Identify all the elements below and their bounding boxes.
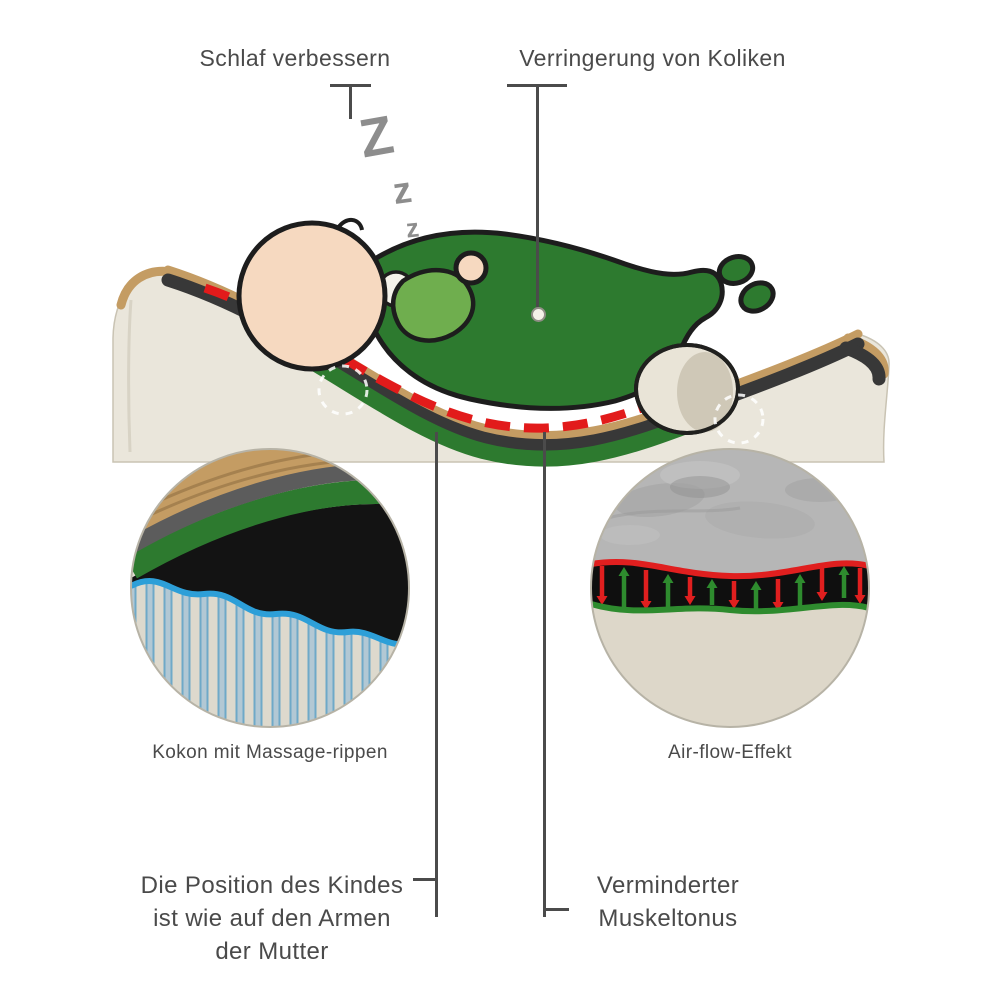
magnifier-left (130, 448, 410, 728)
airflow-red-arrows (596, 566, 866, 611)
caption-cocoon-ribs: Kokon mit Massage-rippen (152, 742, 388, 763)
airflow-green-arrows (618, 566, 850, 609)
support-roll (634, 343, 740, 435)
caption-airflow: Air-flow-Effekt (668, 742, 792, 763)
zoom-spot-right (713, 393, 765, 445)
label-colic-reduction: Verringerung von Koliken (519, 45, 786, 71)
baby-foot (738, 280, 776, 314)
label-line: der Mutter (215, 938, 329, 965)
leader-position-tick (413, 878, 438, 881)
leader-colic-endpoint (531, 307, 546, 322)
baby-hand (453, 250, 489, 286)
label-line: ist wie auf den Armen (153, 905, 391, 932)
baby-head (236, 220, 388, 372)
leader-sleep-line (349, 84, 352, 119)
cocoon-blue-line (131, 578, 409, 648)
wood-texture (131, 449, 409, 540)
label-line: Verminderter (596, 872, 740, 899)
airflow-red-line (591, 559, 869, 580)
baby-hair-curl (336, 218, 364, 231)
baby-foot (716, 254, 756, 286)
label-line: Die Position des Kindes (140, 872, 404, 899)
airflow-green-line (591, 601, 869, 615)
fabric-texture (591, 449, 869, 577)
label-child-position: Die Position des Kindes ist wie auf den … (122, 869, 422, 968)
leader-muscle-tick (543, 908, 569, 911)
baby-arm (390, 267, 476, 343)
magnifier-right (590, 448, 870, 728)
leader-position-line (435, 432, 438, 917)
zoom-spot-left (317, 364, 369, 416)
leader-colic-line (536, 84, 539, 314)
leader-muscle-line (543, 432, 546, 917)
label-muscle-tone: Verminderter Muskeltonus (568, 869, 768, 935)
baby-illustration (236, 218, 776, 411)
cocoon-dark-core (131, 503, 409, 643)
label-sleep-improve: Schlaf verbessern (199, 45, 391, 71)
massage-ribs (131, 581, 409, 727)
label-line: Muskeltonus (598, 905, 738, 932)
